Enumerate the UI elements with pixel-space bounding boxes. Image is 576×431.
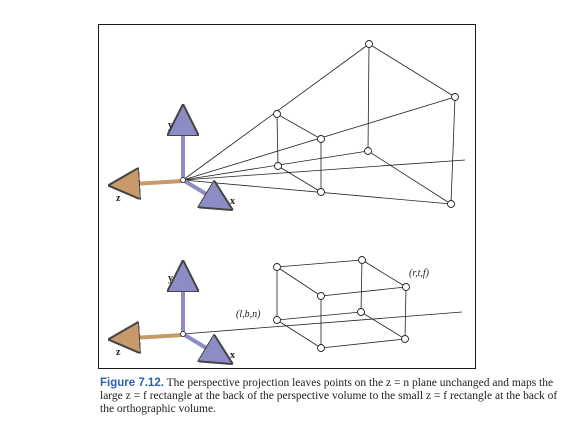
near-face (276, 266, 322, 349)
vertex (317, 135, 325, 143)
vertex (273, 263, 281, 271)
near-rectangle-edge (276, 113, 279, 167)
near-corner-label: (l,b,n) (236, 309, 261, 320)
near-rectangle (276, 113, 322, 193)
vertex (273, 110, 281, 118)
z-axis-arrow (116, 181, 184, 185)
x-axis-label: x (230, 350, 235, 361)
box-edge (320, 286, 407, 297)
vertex (317, 292, 325, 300)
vertex (358, 256, 366, 264)
figure-caption: Figure 7.12. The perspective projection … (100, 377, 560, 416)
origin-point (180, 177, 186, 183)
view-axis-line (182, 159, 466, 181)
vertex (317, 188, 325, 196)
figure-frame (98, 24, 476, 369)
x-axis-label: x (230, 196, 235, 207)
x-axis-arrow (181, 178, 226, 206)
view-axis-line (182, 311, 463, 335)
vertex (447, 200, 455, 208)
vertex (451, 93, 459, 101)
x-axis-arrow (181, 332, 226, 360)
far-rectangle-edge (367, 43, 370, 152)
near-corner-vertex (273, 316, 281, 324)
vertex (365, 40, 373, 48)
vertex (274, 162, 282, 170)
perspective-volume (182, 40, 466, 208)
far-rectangle (367, 43, 456, 205)
vertex (401, 335, 409, 343)
far-face (360, 259, 407, 340)
frustum-edge (182, 179, 452, 205)
box-edge (276, 259, 363, 268)
top-axes: y z x (116, 112, 235, 207)
caption-text: The perspective projection leaves points… (100, 377, 558, 415)
orthographic-volume: (l,b,n) (r,t,f) (182, 256, 463, 352)
vertex (357, 308, 365, 316)
z-axis-label: z (116, 347, 121, 358)
box-edge (320, 338, 406, 349)
z-axis-label: z (116, 193, 121, 204)
caption-number: Figure 7.12. (100, 377, 164, 389)
vertex (364, 147, 372, 155)
box-edge (276, 311, 362, 321)
y-axis-label: y (168, 273, 173, 284)
far-corner-vertex (402, 283, 410, 291)
y-axis-label: y (168, 120, 173, 131)
z-axis-arrow (116, 335, 184, 339)
bottom-axes: y z x (116, 268, 235, 361)
origin-point (180, 331, 186, 337)
vertex (317, 344, 325, 352)
far-corner-label: (r,t,f) (409, 268, 430, 279)
